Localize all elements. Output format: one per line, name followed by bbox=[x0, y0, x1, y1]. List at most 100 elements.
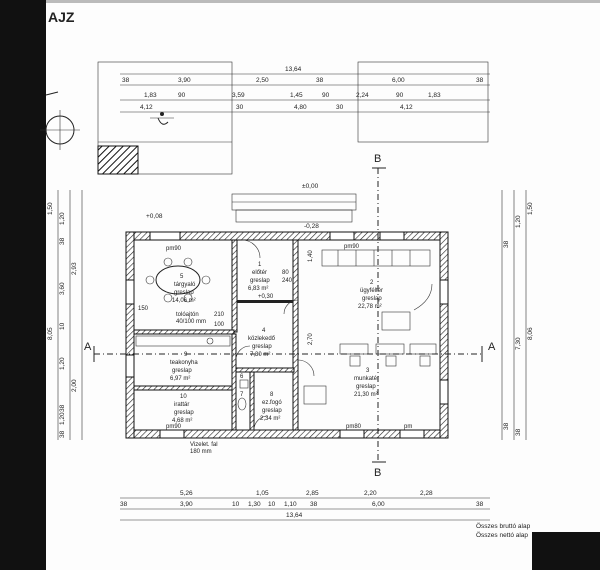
dim-left-12: 38 bbox=[59, 430, 66, 438]
dimension-left: 1,50 1,20 38 2,93 3,60 8,05 10 1,20 2,00… bbox=[47, 190, 83, 440]
svg-text:6,97 m²: 6,97 m² bbox=[170, 376, 190, 382]
dim-top-r2-5: 90 bbox=[322, 92, 330, 99]
dim-left-3: 38 bbox=[59, 237, 66, 245]
note-270: 2,70 bbox=[308, 333, 314, 345]
svg-text:irattár: irattár bbox=[174, 402, 189, 408]
outer-walls bbox=[125, 231, 449, 439]
svg-text:ügyféltér: ügyféltér bbox=[360, 288, 383, 294]
room-label-1: 1 előtér greslap 6,83 m² bbox=[248, 262, 270, 292]
title-fragment: AJZ bbox=[48, 9, 75, 25]
margin-mark bbox=[45, 91, 59, 96]
dim-bottom-r2-8: 6,00 bbox=[372, 501, 385, 508]
dim-bottom-r2-6: 1,10 bbox=[284, 501, 297, 508]
dim-right-2: 1,20 bbox=[515, 215, 522, 228]
dim-top-r3-4: 30 bbox=[336, 104, 344, 111]
svg-text:5: 5 bbox=[180, 274, 184, 280]
room-label-7: 7 bbox=[240, 392, 244, 398]
dim-left-5: 3,60 bbox=[59, 282, 66, 295]
note-partition: tolóajtón bbox=[176, 312, 199, 318]
pm-label-2: pm90 bbox=[344, 244, 360, 250]
section-line-a bbox=[93, 346, 483, 362]
work-desks-icon bbox=[303, 311, 437, 405]
dim-left-7: 10 bbox=[59, 322, 66, 330]
dim-top-r2-8: 1,83 bbox=[428, 92, 441, 99]
room-label-4: 4 közlekedő greslap 7,30 m² bbox=[248, 328, 276, 358]
toilet-icon bbox=[237, 379, 249, 411]
section-a-left: A bbox=[84, 341, 92, 353]
section-b-bottom: B bbox=[374, 467, 381, 479]
dim-bottom-r2-7: 38 bbox=[310, 501, 318, 508]
dim-bottom-r1-2: 1,05 bbox=[256, 490, 269, 497]
svg-text:munkatér: munkatér bbox=[354, 376, 379, 382]
svg-text:greslap: greslap bbox=[356, 384, 376, 390]
dim-bottom-r2-5: 10 bbox=[268, 501, 276, 508]
svg-text:greslap: greslap bbox=[172, 368, 192, 374]
dim-left-11: 1,20 bbox=[59, 412, 66, 425]
dim-left-9: 2,00 bbox=[71, 379, 78, 392]
room-label-9: 9 teakonyha greslap 6,97 m² bbox=[170, 352, 198, 382]
pm-label-5: pm bbox=[404, 424, 412, 430]
dim-right-7: 38 bbox=[515, 428, 522, 436]
pm-label-3: pm90 bbox=[166, 424, 182, 430]
summary-net: Összes nettó alap bbox=[476, 531, 528, 539]
dim-bottom-r2-1: 38 bbox=[120, 501, 128, 508]
summary-gross: Összes bruttó alap bbox=[476, 522, 531, 530]
dim-bottom-r1-3: 2,85 bbox=[306, 490, 319, 497]
dimension-bottom: 5,26 1,05 2,85 2,20 2,28 38 3,90 10 1,30… bbox=[120, 490, 490, 521]
section-line-b bbox=[372, 167, 386, 463]
dim-top-r2-7: 90 bbox=[396, 92, 404, 99]
room-label-5: 5 tárgyaló greslap 14,06 m² bbox=[172, 274, 196, 304]
svg-text:előtér: előtér bbox=[252, 270, 267, 276]
note-150: 150 bbox=[138, 306, 149, 312]
dim-right-6: 38 bbox=[503, 422, 510, 430]
dim-left-6: 8,05 bbox=[47, 327, 54, 340]
conference-table-icon bbox=[145, 257, 211, 303]
entrance-canopy bbox=[231, 193, 357, 223]
room-label-8: 8 ez.fogó greslap 2,34 m² bbox=[260, 392, 282, 422]
note-100: 100 bbox=[214, 322, 225, 328]
dim-left-8: 1,20 bbox=[59, 357, 66, 370]
svg-text:2: 2 bbox=[370, 280, 374, 286]
dim-top-6: 38 bbox=[476, 77, 484, 84]
svg-text:8: 8 bbox=[270, 392, 274, 398]
room-label-10: 10 irattár greslap 4,68 m² bbox=[172, 394, 194, 424]
svg-text:10: 10 bbox=[180, 394, 187, 400]
dim-right-3: 38 bbox=[503, 240, 510, 248]
scan-edge-top bbox=[46, 0, 600, 3]
pm-label-1: pm90 bbox=[166, 246, 182, 252]
level-2: -0,28 bbox=[304, 223, 319, 230]
note-210a: 210 bbox=[214, 312, 225, 318]
dim-top-r2-4: 1,45 bbox=[290, 92, 303, 99]
dim-left-10: 38 bbox=[59, 404, 66, 412]
level-1: +0,08 bbox=[146, 213, 163, 220]
dim-top-r2-2: 90 bbox=[178, 92, 186, 99]
dim-top-r2-3: 3,59 bbox=[232, 92, 245, 99]
scan-edge-left bbox=[0, 0, 46, 570]
dim-top-5: 6,00 bbox=[392, 77, 405, 84]
svg-text:közlekedő: közlekedő bbox=[248, 336, 276, 342]
svg-text:greslap: greslap bbox=[262, 408, 282, 414]
dim-bottom-r2-4: 1,30 bbox=[248, 501, 261, 508]
dim-top-r2-6: 2,24 bbox=[356, 92, 369, 99]
dim-left-4: 2,93 bbox=[71, 262, 78, 275]
door-swings bbox=[235, 239, 315, 431]
dim-top-3: 2,50 bbox=[256, 77, 269, 84]
dim-top-1: 38 bbox=[122, 77, 130, 84]
svg-text:ez.fogó: ez.fogó bbox=[262, 400, 282, 406]
svg-text:greslap: greslap bbox=[362, 296, 382, 302]
room-label-2: 2 ügyféltér greslap 22,78 m² bbox=[358, 280, 383, 310]
interior-walls bbox=[133, 239, 299, 431]
hatched-slab bbox=[97, 145, 139, 175]
svg-text:greslap: greslap bbox=[252, 344, 272, 350]
dim-bottom-total: 13,64 bbox=[286, 512, 303, 519]
svg-text:21,30 m²: 21,30 m² bbox=[354, 392, 378, 398]
room-label-3: 3 munkatér greslap 21,30 m² bbox=[354, 368, 379, 398]
dimension-top: 13,64 38 3,90 2,50 38 6,00 38 1,83 90 3,… bbox=[120, 66, 490, 113]
section-a-right: A bbox=[488, 341, 496, 353]
kitchen-counter-icon bbox=[135, 335, 231, 347]
svg-text:tárgyaló: tárgyaló bbox=[174, 282, 196, 288]
level-0: ±0,00 bbox=[302, 183, 319, 190]
svg-text:teakonyha: teakonyha bbox=[170, 360, 198, 366]
